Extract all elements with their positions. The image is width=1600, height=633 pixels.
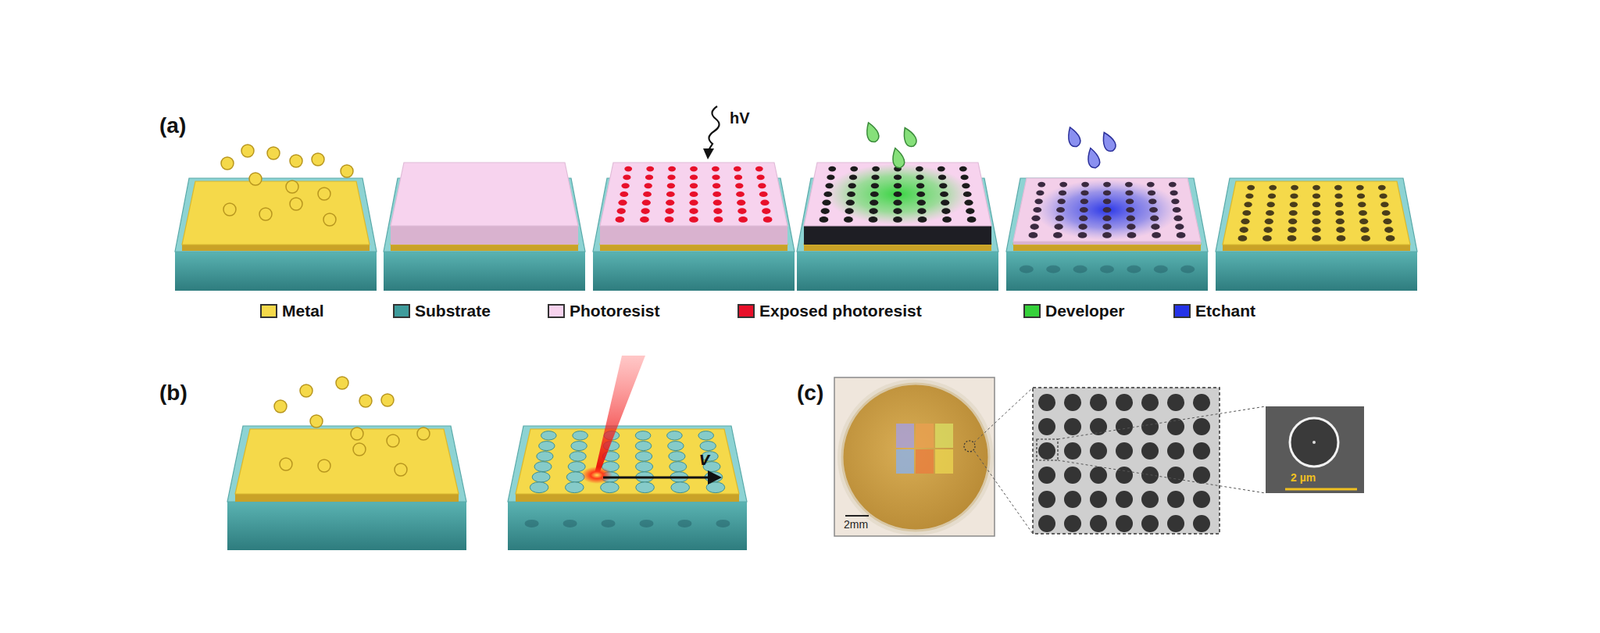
legend-swatch [1023,303,1041,318]
legend-item: Photoresist [547,301,661,320]
panel-label: (b) [159,381,188,406]
legend-swatch [737,303,755,318]
legend-swatch [260,303,278,318]
legend-text: Photoresist [569,301,661,320]
photon-label: hV [729,109,750,127]
scale-label: 2 µm [1290,471,1316,484]
legend-text: Developer [1045,301,1125,320]
legend-text: Exposed photoresist [759,301,922,320]
legend-text: Substrate [414,301,491,320]
legend-item: Etchant [1173,301,1256,320]
panel-label: (a) [159,114,186,139]
legend-swatch [547,303,565,318]
legend-item: Exposed photoresist [737,301,922,320]
scale-label: 2mm [843,518,868,531]
legend-text: Etchant [1195,301,1256,320]
legend-swatch [392,303,411,318]
legend-text: Metal [282,301,325,320]
panel-label: (c) [796,381,824,406]
legend-item: Metal [260,301,325,320]
velocity-label: v [699,448,710,469]
legend-item: Substrate [392,301,491,320]
legend-swatch [1173,303,1191,318]
legend-item: Developer [1023,301,1125,320]
